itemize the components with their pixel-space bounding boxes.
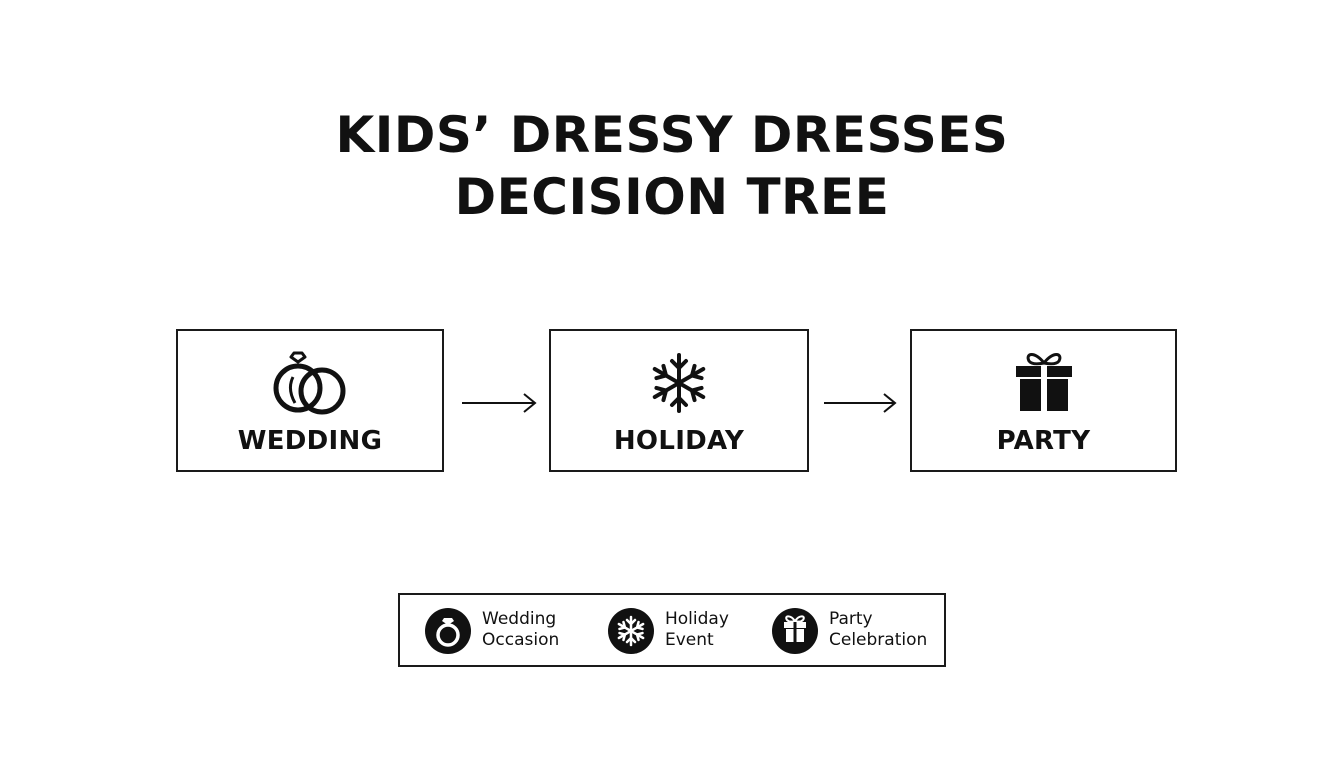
- title-line-1: KIDS’ DRESSY DRESSES: [335, 106, 1009, 164]
- ring-icon: [425, 608, 471, 654]
- snowflake-icon: [608, 608, 654, 654]
- title-line-2: DECISION TREE: [454, 168, 890, 226]
- wedding-rings-icon: [273, 351, 346, 415]
- diagram-title: KIDS’ DRESSY DRESSES DECISION TREE: [0, 104, 1344, 228]
- arrow-connector-2: [824, 393, 897, 413]
- legend-item-party: Party Celebration: [771, 607, 941, 655]
- node-wedding: WEDDING: [176, 329, 444, 472]
- legend: Wedding Occasion: [398, 593, 946, 667]
- snowflake-icon: [652, 353, 706, 413]
- node-holiday: HOLIDAY: [549, 329, 809, 472]
- legend-text-party: Party Celebration: [829, 609, 927, 651]
- legend-holiday-line1: Holiday: [665, 609, 729, 629]
- legend-text-wedding: Wedding Occasion: [482, 609, 559, 651]
- gift-box-icon: [1015, 353, 1072, 411]
- legend-text-holiday: Holiday Event: [665, 609, 729, 651]
- legend-wedding-line1: Wedding: [482, 609, 557, 629]
- legend-item-wedding: Wedding Occasion: [424, 607, 594, 655]
- node-party: PARTY: [910, 329, 1177, 472]
- legend-holiday-line2: Event: [665, 630, 714, 650]
- legend-item-holiday: Holiday Event: [607, 607, 757, 655]
- node-label-party: PARTY: [996, 426, 1091, 456]
- legend-wedding-line2: Occasion: [482, 630, 560, 650]
- node-label-holiday: HOLIDAY: [613, 426, 745, 456]
- node-label-wedding: WEDDING: [237, 426, 383, 456]
- legend-party-line2: Celebration: [829, 630, 928, 650]
- legend-party-line1: Party: [829, 609, 873, 629]
- gift-icon: [772, 608, 818, 654]
- arrow-connector-1: [462, 393, 537, 413]
